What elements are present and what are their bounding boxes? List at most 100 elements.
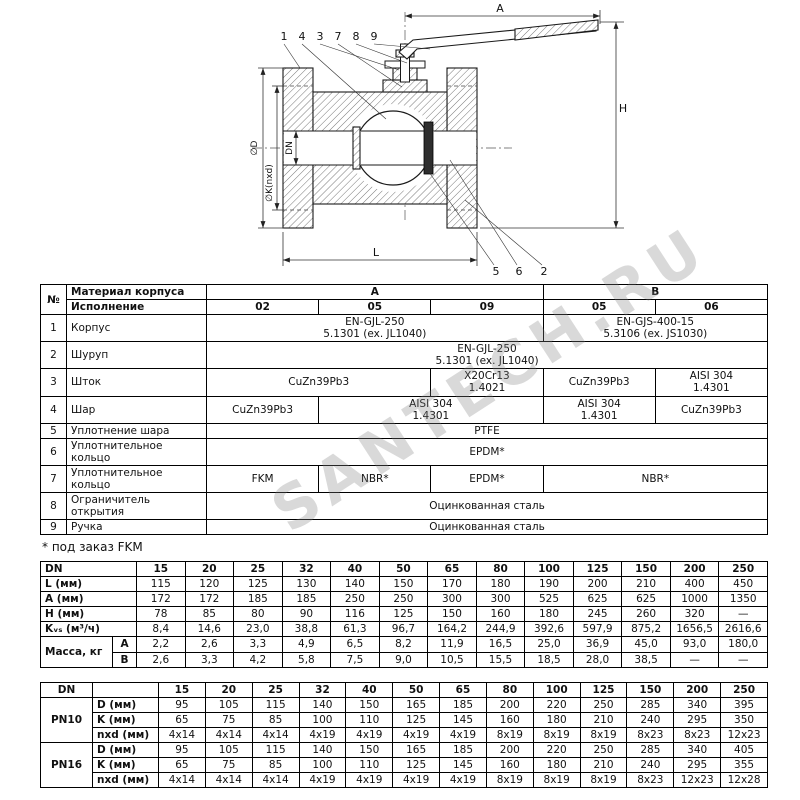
table-cell: 14,6 [184, 621, 235, 638]
table-cell: 15 [136, 561, 186, 578]
table-cell: CuZn39Pb3 [654, 395, 769, 424]
table-cell: 172 [184, 591, 235, 608]
table-cell: CuZn39Pb3 [205, 395, 320, 424]
table-cell: 220 [532, 696, 581, 713]
table-cell: A (мм) [39, 591, 138, 608]
table-cell: 85 [184, 606, 235, 623]
table-cell: 06 [654, 299, 769, 316]
table-cell: 20 [204, 681, 253, 698]
table-cell: 8x19 [532, 771, 581, 789]
table-cell: Шар [66, 395, 207, 424]
table-cell: 4x14 [204, 726, 253, 743]
table-cell: Уплотнение шара [66, 422, 207, 439]
table-cell: Kᵥₛ (м³/ч) [39, 621, 138, 638]
table-cell: 4x19 [298, 771, 347, 789]
table-cell: 125 [579, 681, 628, 698]
table-cell: 160 [475, 606, 526, 623]
table-cell: 405 [720, 741, 768, 758]
table-cell: 8,4 [136, 621, 186, 638]
table-cell: 120 [184, 576, 235, 593]
table-cell: 25,0 [524, 636, 574, 653]
table-cell: 02 [205, 299, 320, 316]
table-cell: EN-GJL-250 5.1301 (ex. JL1040) [206, 314, 544, 343]
table-cell: 80 [475, 561, 526, 578]
table-cell: 11,9 [427, 636, 477, 653]
table-cell: 4x19 [298, 726, 347, 743]
part-callouts: 1 4 3 7 8 9 5 6 2 [281, 30, 548, 278]
table-cell: 1 [40, 314, 67, 343]
table-cell: 250 [378, 591, 429, 608]
dim-label-k: ∅K(nxd) [265, 164, 275, 202]
table-cell: Оцинкованная сталь [206, 491, 768, 521]
table-cell: Ограничитель открытия [66, 491, 207, 521]
table-cell: 7 [40, 464, 67, 493]
table-cell: 116 [330, 606, 380, 623]
table-cell: 15 [158, 681, 206, 698]
table-cell: 50 [378, 561, 429, 578]
table-cell: 210 [579, 756, 628, 773]
table-cell: 180 [475, 576, 526, 593]
table-cell: 180 [524, 606, 574, 623]
table-cell: D (мм) [92, 741, 159, 758]
table-cell: L (мм) [39, 576, 138, 593]
table-cell: Уплотнительное кольцо [66, 464, 207, 493]
table-cell: 400 [669, 576, 720, 593]
table-cell: 85 [251, 711, 300, 728]
table-cell: 105 [204, 741, 253, 758]
table-cell: 65 [439, 681, 487, 698]
table-cell: 350 [720, 711, 768, 728]
table-cell: 8,2 [378, 636, 429, 653]
table-cell: 392,6 [524, 621, 574, 638]
seat-ring [352, 126, 361, 170]
table-cell: 210 [621, 576, 671, 593]
table-cell: 9,0 [378, 651, 429, 668]
table-cell: 8x19 [579, 771, 628, 789]
table-cell: 300 [475, 591, 526, 608]
table-cell: Исполнение [66, 299, 207, 316]
table-cell: 95 [158, 696, 206, 713]
table-cell: 2,2 [136, 636, 186, 653]
table-cell [92, 681, 159, 698]
table-cell: 95 [158, 741, 206, 758]
table-cell: 110 [345, 756, 394, 773]
table-cell: 61,3 [330, 621, 380, 638]
table-cell: 250 [579, 741, 628, 758]
table-cell: 4x19 [345, 726, 394, 743]
table-cell: 40 [330, 561, 380, 578]
table-cell: CuZn39Pb3 [542, 368, 656, 397]
table-cell: 4x14 [251, 771, 300, 789]
table-cell: 2 [40, 341, 67, 370]
table-cell: 875,2 [621, 621, 671, 638]
callout-number: 3 [317, 30, 324, 43]
table-cell: 85 [251, 756, 300, 773]
table-cell: Материал корпуса [66, 283, 207, 301]
table-cell: 625 [572, 591, 623, 608]
dim-label-dn: DN [285, 141, 295, 155]
table-cell: 75 [204, 711, 253, 728]
table-cell: AISI 304 1.4301 [318, 395, 544, 424]
table-cell: 150 [345, 741, 394, 758]
table-cell: 8x19 [485, 771, 534, 789]
table-cell: 100 [524, 561, 574, 578]
table-cell: nxd (мм) [92, 771, 159, 789]
table-cell: Уплотнительное кольцо [66, 437, 207, 466]
table-cell: 12x23 [673, 771, 722, 789]
table-cell: 160 [485, 711, 534, 728]
table-cell: 15,5 [475, 651, 526, 668]
table-cell: 625 [621, 591, 671, 608]
table-cell: 150 [345, 696, 394, 713]
table-cell: 165 [392, 696, 441, 713]
table-cell: 18,5 [524, 651, 574, 668]
table-cell: 32 [281, 561, 332, 578]
ball [355, 110, 431, 186]
